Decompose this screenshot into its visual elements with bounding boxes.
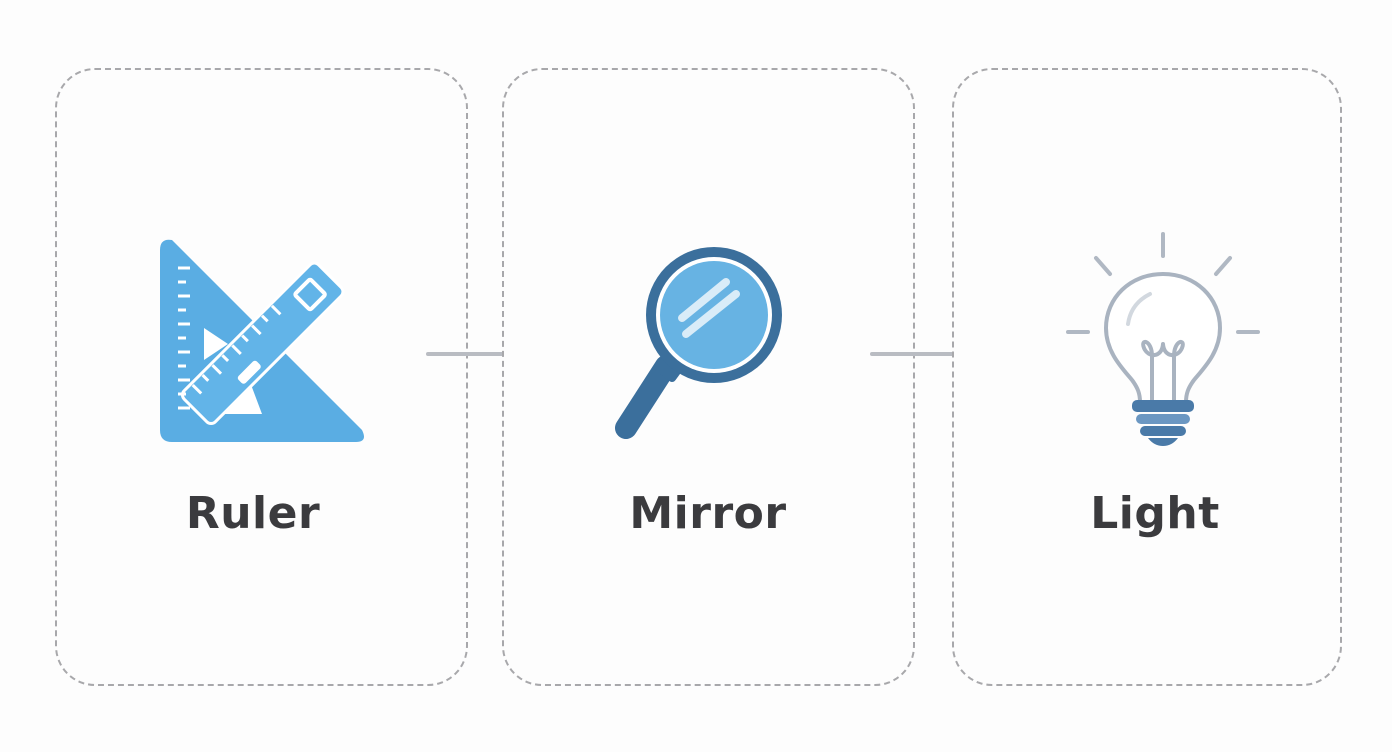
step-label-mirror: Mirror <box>629 488 787 539</box>
step-label-light: Light <box>1090 488 1220 539</box>
ruler-triangle-icon <box>160 239 364 442</box>
step-label-ruler: Ruler <box>185 488 321 539</box>
lightbulb-icon <box>1066 232 1260 446</box>
magnifying-glass-icon <box>615 247 782 439</box>
